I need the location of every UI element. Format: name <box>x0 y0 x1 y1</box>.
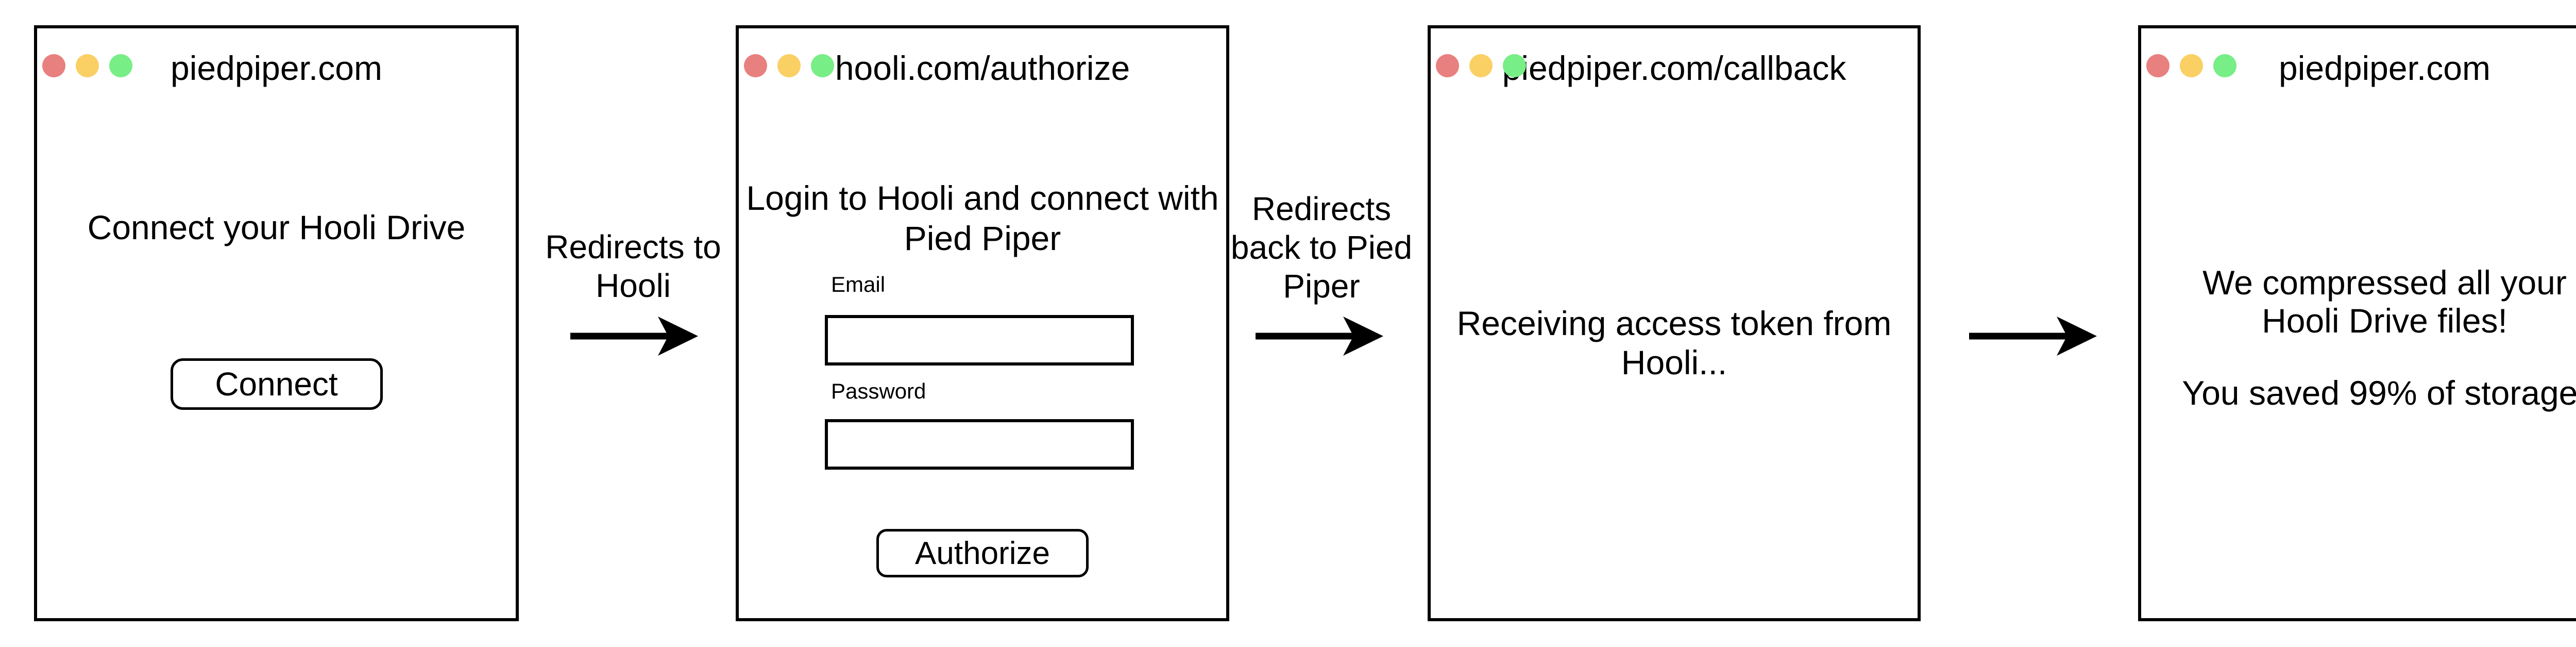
browser-window-hooli-authorize: hooli.com/authorize Login to Hooli and c… <box>736 25 1229 621</box>
window-titlebar: piedpiper.com <box>37 48 516 88</box>
traffic-lights <box>1436 54 1526 77</box>
zoom-icon[interactable] <box>2213 54 2236 77</box>
window-titlebar: piedpiper.com/callback <box>1431 48 1918 88</box>
minimize-icon[interactable] <box>76 54 99 77</box>
connect-drive-heading: Connect your Hooli Drive <box>87 208 466 246</box>
minimize-icon[interactable] <box>2180 54 2203 77</box>
authorize-button[interactable]: Authorize <box>876 529 1089 577</box>
flow-arrow-icon <box>1256 317 1383 356</box>
receiving-token-status: Receiving access token from Hooli... <box>1456 304 1892 381</box>
traffic-lights <box>744 54 834 77</box>
zoom-icon[interactable] <box>811 54 834 77</box>
connect-button[interactable]: Connect <box>170 358 383 410</box>
address-url: hooli.com/authorize <box>835 49 1130 87</box>
arrow-label-redirects-to-hooli: Redirects to Hooli <box>545 228 721 304</box>
browser-window-piedpiper-callback: piedpiper.com/callback Receiving access … <box>1428 25 1921 621</box>
address-url: piedpiper.com <box>171 49 382 87</box>
email-input[interactable] <box>825 315 1134 366</box>
traffic-lights <box>2146 54 2236 77</box>
password-field-group: Password <box>825 378 1134 470</box>
arrow-label-redirects-back: Redirects back to Pied Piper <box>1230 190 1413 305</box>
window-titlebar: hooli.com/authorize <box>739 48 1226 88</box>
close-icon[interactable] <box>1436 54 1459 77</box>
zoom-icon[interactable] <box>1503 54 1526 77</box>
address-url: piedpiper.com/callback <box>1502 49 1846 87</box>
minimize-icon[interactable] <box>777 54 801 77</box>
flow-arrow-icon <box>570 317 698 356</box>
password-input[interactable] <box>825 419 1134 470</box>
window-titlebar: piedpiper.com <box>2141 48 2576 88</box>
login-heading: Login to Hooli and connect with Pied Pip… <box>746 179 1219 257</box>
email-field-group: Email <box>825 272 1134 366</box>
close-icon[interactable] <box>2146 54 2170 77</box>
password-label: Password <box>831 379 926 403</box>
compressed-message: We compressed all your Hooli Drive files… <box>2202 263 2567 340</box>
address-url: piedpiper.com <box>2279 49 2490 87</box>
result-messages: We compressed all your Hooli Drive files… <box>2174 263 2576 412</box>
browser-window-piedpiper-start: piedpiper.com Connect your Hooli Drive C… <box>34 25 519 621</box>
browser-window-piedpiper-result: piedpiper.com We compressed all your Hoo… <box>2138 25 2576 621</box>
email-label: Email <box>831 272 886 296</box>
close-icon[interactable] <box>42 54 65 77</box>
zoom-icon[interactable] <box>109 54 132 77</box>
close-icon[interactable] <box>744 54 767 77</box>
minimize-icon[interactable] <box>1469 54 1493 77</box>
flow-arrow-icon <box>1969 317 2097 356</box>
traffic-lights <box>42 54 132 77</box>
storage-saved-message: You saved 99% of storage! <box>2182 374 2576 412</box>
